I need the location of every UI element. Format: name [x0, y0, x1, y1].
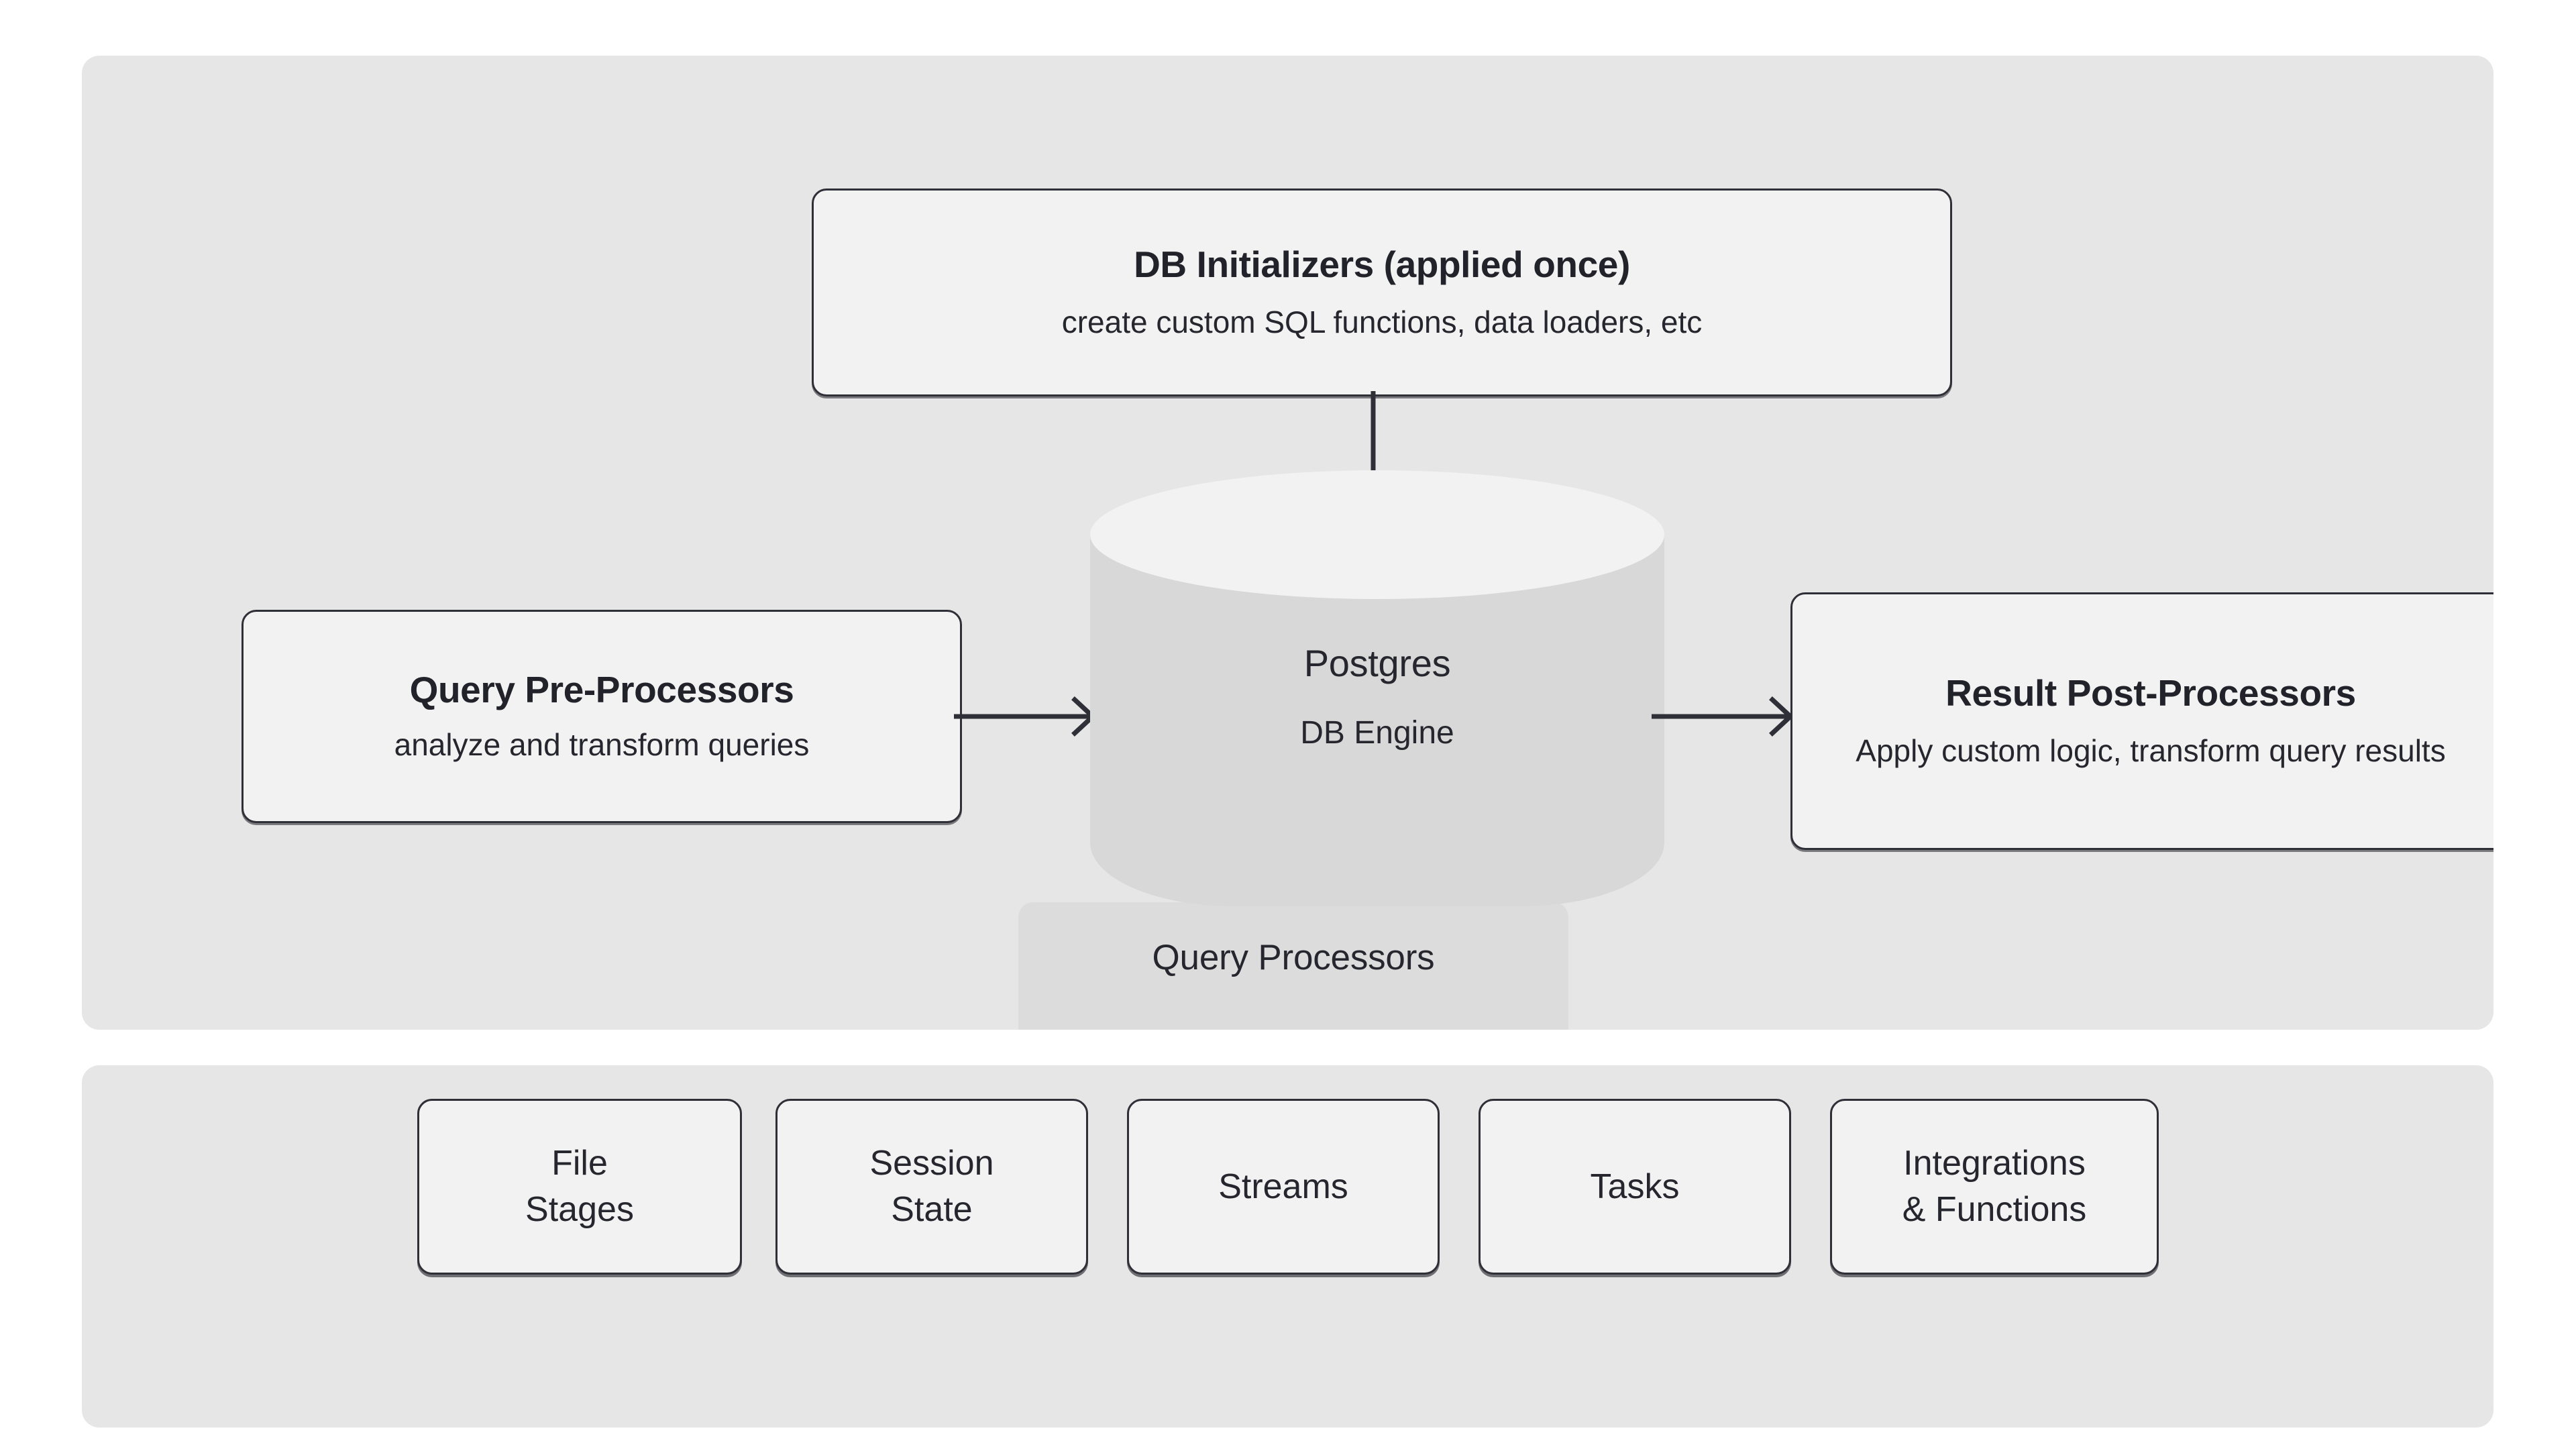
database-to-post-processors-arrow	[1652, 680, 1806, 753]
query-processors-tab: Query Processors	[1018, 902, 1568, 1030]
pre-processors-to-database-arrow	[954, 680, 1108, 753]
result-post-processors-subtitle: Apply custom logic, transform query resu…	[1856, 733, 2446, 768]
db-initializers-subtitle: create custom SQL functions, data loader…	[1061, 304, 1703, 339]
auxiliary-service-node[interactable]: File Stages	[417, 1099, 742, 1275]
query-pre-processors-subtitle: analyze and transform queries	[394, 727, 810, 762]
query-processors-panel: Query Processors DB Initializers (applie…	[82, 56, 2493, 1030]
auxiliary-service-label: Integrations & Functions	[1902, 1144, 2087, 1229]
auxiliary-service-label: Tasks	[1590, 1167, 1680, 1206]
postgres-database-cylinder[interactable]: Postgres DB Engine	[1090, 470, 1664, 906]
auxiliary-service-node[interactable]: Session State	[775, 1099, 1088, 1275]
cylinder-top-ellipse	[1090, 470, 1664, 599]
auxiliary-service-node[interactable]: Integrations & Functions	[1830, 1099, 2159, 1275]
database-title: Postgres	[1303, 642, 1451, 684]
result-post-processors-node[interactable]: Result Post-Processors Apply custom logi…	[1790, 592, 2493, 850]
auxiliary-service-node[interactable]: Tasks	[1479, 1099, 1791, 1275]
result-post-processors-title: Result Post-Processors	[1945, 672, 2356, 714]
db-initializers-node[interactable]: DB Initializers (applied once) create cu…	[812, 189, 1952, 396]
database-label-group: Postgres DB Engine	[1090, 641, 1664, 751]
query-processors-tab-label: Query Processors	[1152, 938, 1435, 977]
query-pre-processors-title: Query Pre-Processors	[409, 669, 794, 711]
auxiliary-service-label: Session State	[869, 1144, 994, 1229]
query-pre-processors-node[interactable]: Query Pre-Processors analyze and transfo…	[241, 610, 962, 823]
auxiliary-service-label: Streams	[1218, 1167, 1348, 1206]
auxiliary-service-node[interactable]: Streams	[1127, 1099, 1440, 1275]
db-initializers-title: DB Initializers (applied once)	[1134, 244, 1630, 286]
auxiliary-service-label: File Stages	[525, 1144, 634, 1229]
database-subtitle: DB Engine	[1300, 715, 1454, 751]
